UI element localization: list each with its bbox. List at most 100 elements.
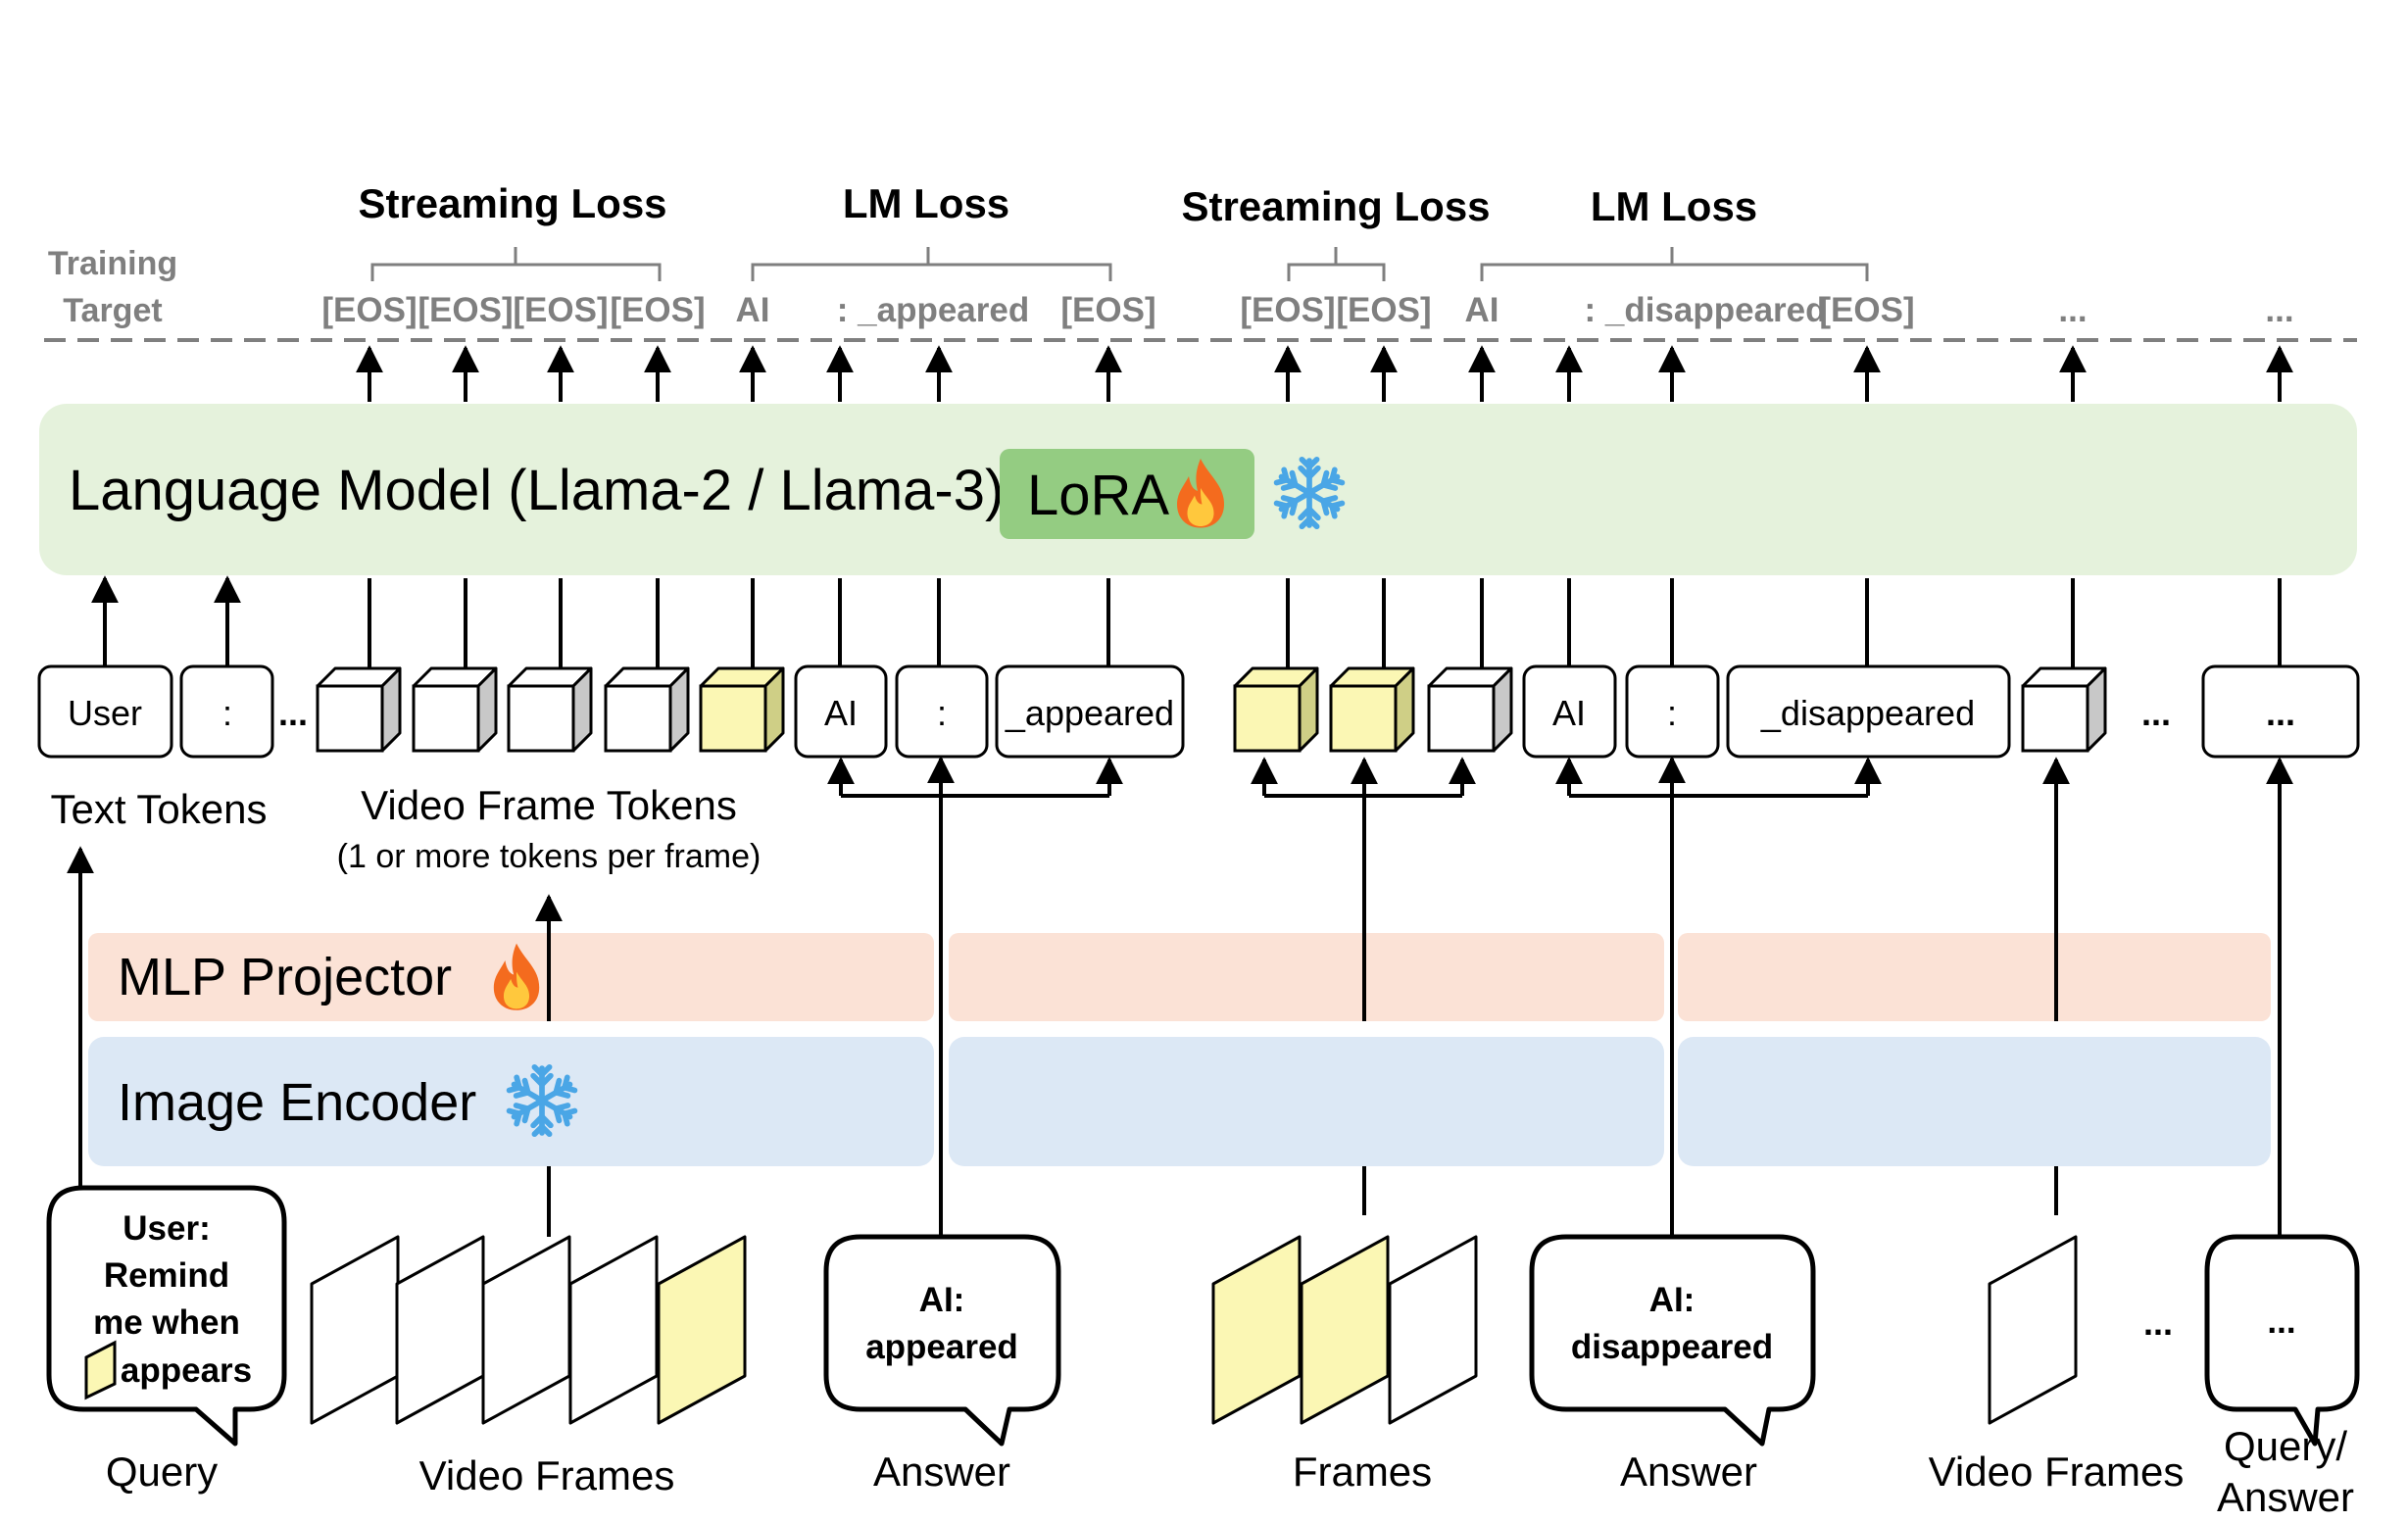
streaming-loss-bracket: [1287, 247, 1386, 281]
target-token: : _disappeared: [1584, 291, 1826, 329]
video-frame-stack: [310, 1235, 2078, 1425]
image-encoder-block: [949, 1037, 1664, 1166]
mlp-projector-block: [949, 933, 1664, 1021]
query-bubble-text: Remind: [104, 1256, 229, 1295]
image-encoder-block: [88, 1037, 934, 1166]
query-label: Query: [106, 1448, 218, 1495]
query-answer-bubble-text: ...: [2267, 1302, 2295, 1341]
token-dots: ...: [2141, 693, 2171, 733]
query-bubble-text: me when: [93, 1303, 240, 1342]
video-frame-token-cube: [1329, 666, 1415, 753]
text-tokens-label: Text Tokens: [50, 786, 267, 832]
video-frame-token-cube: [316, 666, 402, 753]
video-frame-token-cube: [412, 666, 498, 753]
target-token: [EOS]: [1060, 291, 1155, 329]
video-frame-token-cube: [2021, 666, 2107, 753]
target-token: [EOS]: [321, 291, 417, 329]
target-token: [EOS]: [1819, 291, 1914, 329]
target-token: AI: [1465, 291, 1499, 329]
query-answer-label: Answer: [2217, 1474, 2354, 1520]
image-encoder-label: Image Encoder: [118, 1073, 476, 1132]
video-frame-token-cube: [699, 666, 785, 753]
target-token: AI: [736, 291, 770, 329]
video-frames-label: Video Frames: [419, 1452, 675, 1498]
target-token: ...: [2058, 291, 2087, 329]
target-token: ...: [2265, 291, 2293, 329]
text-token-ai-label: AI: [1552, 693, 1586, 733]
text-token-colon: [179, 664, 274, 759]
token-row: User : ... AI : _appeared AI : _disappea…: [37, 664, 2360, 759]
language-model-label: Language Model (Llama-2 / Llama-3): [69, 459, 1004, 522]
target-token: [EOS]: [418, 291, 513, 329]
query-answer-bubble: [2204, 1234, 2360, 1447]
input-flow-lines: [67, 756, 2293, 1237]
token-to-lm-lines: [91, 575, 2282, 671]
text-token-colon-label: :: [1667, 693, 1677, 733]
mlp-projector-block: [1678, 933, 2271, 1021]
text-token-dots: [2201, 664, 2360, 759]
video-frame-tokens-label: Video Frame Tokens: [361, 782, 737, 828]
text-token-colon-label: :: [937, 693, 947, 733]
text-token-ai: [1522, 664, 1617, 759]
lm-loss-bracket: [1480, 247, 1869, 281]
answer-label: Answer: [873, 1448, 1010, 1495]
query-answer-label: Query/: [2224, 1423, 2347, 1469]
answer-bubble-text: disappeared: [1571, 1328, 1773, 1366]
answer-bubble: [823, 1234, 1061, 1447]
target-token: : _appeared: [837, 291, 1029, 329]
answer-label: Answer: [1620, 1448, 1757, 1495]
text-token-ai-label: AI: [824, 693, 858, 733]
video-frame: [1300, 1235, 1390, 1425]
lora-label: LoRA: [1027, 464, 1169, 527]
lm-loss-label: LM Loss: [1591, 183, 1757, 229]
video-frame-token-cube: [604, 666, 690, 753]
image-encoder-block: [1678, 1037, 2271, 1166]
token-dots: ...: [2266, 693, 2295, 733]
lm-loss-label: LM Loss: [843, 180, 1009, 226]
video-frame: [481, 1235, 571, 1425]
lm-loss-bracket: [751, 247, 1112, 281]
answer-bubble-text: appeared: [865, 1328, 1018, 1366]
video-frame-token-cube: [507, 666, 593, 753]
video-frame: [657, 1235, 747, 1425]
target-token: [EOS]: [610, 291, 705, 329]
video-frame-tokens-sublabel: (1 or more tokens per frame): [337, 838, 762, 875]
text-token-colon-label: :: [222, 693, 232, 733]
video-frame-token-cubes: [316, 666, 2107, 753]
text-token-appeared: [995, 664, 1185, 759]
frames-label: Frames: [1293, 1448, 1432, 1495]
text-token-disappeared: [1726, 664, 2011, 759]
projector-encoder-stack: MLP Projector Image Encoder: [88, 933, 2271, 1166]
target-token: [EOS]: [1336, 291, 1431, 329]
frames-dots: ...: [2143, 1302, 2173, 1343]
text-token-disappeared-label: _disappeared: [1760, 693, 1975, 733]
answer-bubble-text: AI:: [1649, 1281, 1695, 1319]
answer-bubble-text: AI:: [919, 1281, 965, 1319]
streaming-loss-label: Streaming Loss: [1181, 183, 1490, 229]
streaming-loss-label: Streaming Loss: [358, 180, 666, 226]
video-frame-token-cube: [1233, 666, 1319, 753]
video-frame: [395, 1235, 485, 1425]
text-token-ai: [794, 664, 888, 759]
answer-bubble: [1529, 1234, 1816, 1447]
video-frame: [568, 1235, 659, 1425]
video-frame: [310, 1235, 400, 1425]
video-frames-label: Video Frames: [1929, 1448, 2185, 1495]
text-token-user: [37, 664, 173, 759]
query-bubble-text: appears: [121, 1351, 252, 1390]
video-frame: [1988, 1235, 2078, 1425]
streaming-loss-bracket: [370, 247, 662, 281]
yellow-frame-icon: [84, 1340, 117, 1400]
video-frame: [1388, 1235, 1478, 1425]
training-target-header: Training Target Streaming Loss LM Loss S…: [44, 180, 2357, 342]
text-token-user-label: User: [68, 693, 142, 733]
mlp-projector-label: MLP Projector: [118, 948, 452, 1006]
text-token-appeared-label: _appeared: [1005, 693, 1174, 733]
target-arrows: [356, 345, 2293, 402]
training-target-label-line2: Target: [63, 292, 162, 329]
target-token: [EOS]: [513, 291, 608, 329]
token-dots: ...: [278, 693, 308, 733]
video-frame-token-cube: [1427, 666, 1513, 753]
query-bubble-text: User:: [123, 1209, 210, 1248]
video-frame: [1211, 1235, 1302, 1425]
